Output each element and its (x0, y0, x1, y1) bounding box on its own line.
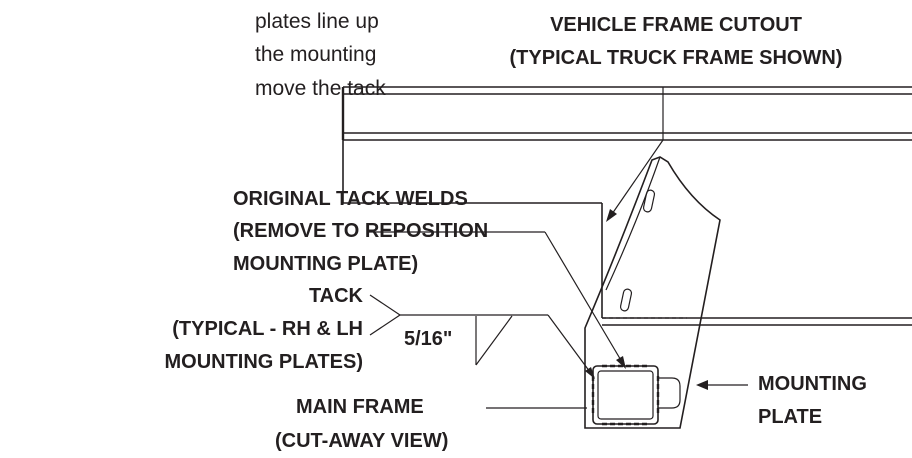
frame-cutout-subtitle: (TYPICAL TRUCK FRAME SHOWN) (509, 47, 843, 69)
weld-size-label: 5/16" (404, 328, 453, 350)
instruction-line-2: the mounting (255, 43, 377, 66)
leader-lines (368, 87, 748, 409)
instruction-line-1: plates line up (255, 10, 379, 33)
instruction-line-3: move the tack (255, 77, 386, 100)
vehicle-frame-rail (341, 86, 912, 326)
tack-note: (TYPICAL - RH & LH (172, 318, 363, 340)
frame-cutout-title: VEHICLE FRAME CUTOUT (550, 14, 802, 36)
mounting-plate-title: MOUNTING (758, 373, 867, 395)
mounting-plate-outline (584, 156, 721, 429)
tack-welds-note: (REMOVE TO REPOSITION (233, 220, 489, 242)
mounting-plate-title-cont: PLATE (758, 406, 823, 428)
tack-title: TACK (308, 285, 363, 307)
main-frame-note: (CUT-AWAY VIEW) (275, 430, 449, 452)
tack-note-cont: MOUNTING PLATES) (164, 351, 363, 373)
tack-welds-title: ORIGINAL TACK WELDS (233, 188, 468, 210)
tack-welds-note-cont: MOUNTING PLATE) (233, 253, 419, 275)
main-frame-title: MAIN FRAME (296, 396, 424, 418)
main-frame-cutaway (591, 364, 681, 426)
